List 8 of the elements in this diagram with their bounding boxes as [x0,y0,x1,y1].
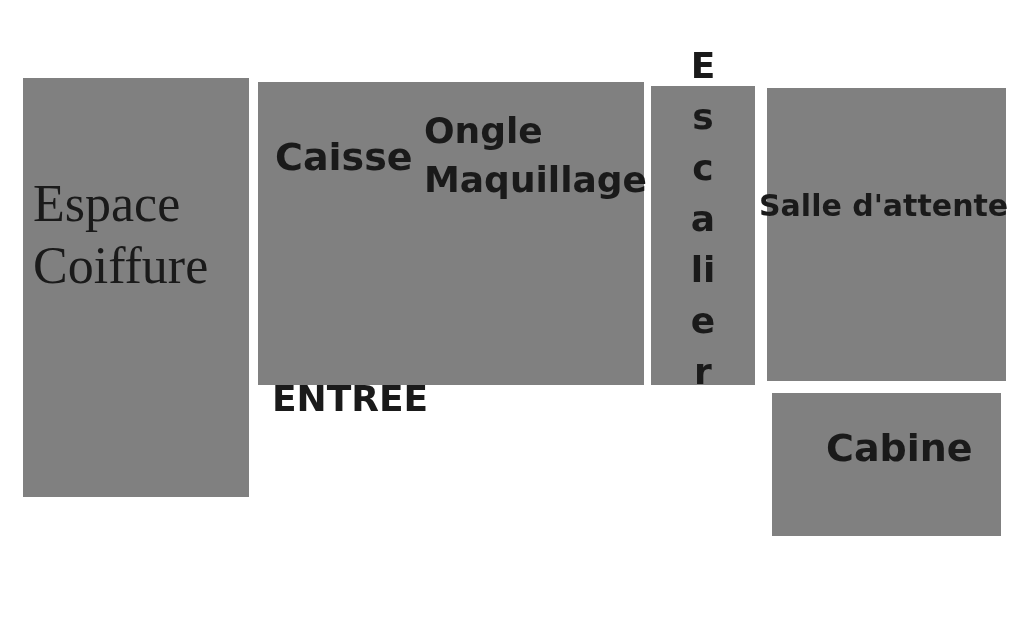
room-label: Espace Coiffure [33,174,210,297]
room-label: Cabine [826,425,973,472]
counter-area-block [258,82,644,385]
cabin-block [772,393,1001,536]
room-label: Caisse [275,134,413,181]
hair-area-block [23,78,249,497]
room-label: Escalier [689,44,717,394]
entrance-label: ENTREE [272,378,429,419]
